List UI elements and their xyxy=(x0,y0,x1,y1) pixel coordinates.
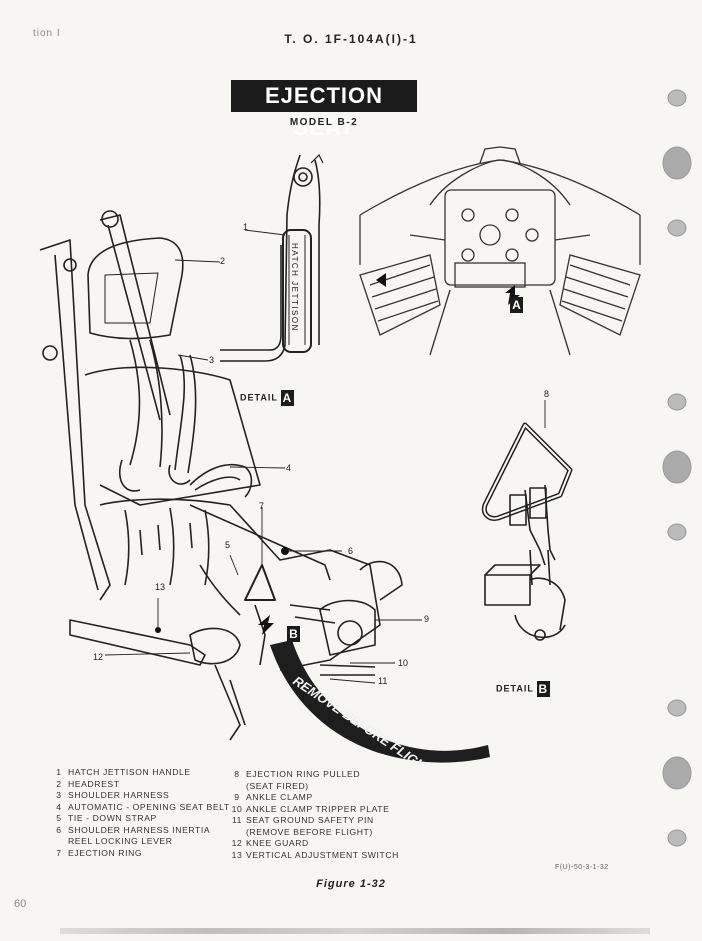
callout-11: 11 xyxy=(378,676,388,686)
page-subtitle: MODEL B-2 xyxy=(289,117,359,128)
callout-9: 9 xyxy=(424,614,430,624)
legend-row: (SEAT FIRED) xyxy=(246,780,309,791)
detail-a-letter: A xyxy=(280,390,294,406)
binder-holes xyxy=(662,89,692,847)
page-number: 60 xyxy=(14,898,27,910)
callout-8: 8 xyxy=(544,389,550,399)
detail-b-illustration xyxy=(481,400,573,641)
cockpit-illustration xyxy=(359,146,641,356)
callout-12: 12 xyxy=(93,652,104,662)
ejection-seat-illustration: REMOVE BEFORE FLIGHT xyxy=(39,210,490,765)
detail-b-letter: B xyxy=(536,681,550,697)
legend-row: (REMOVE BEFORE FLIGHT) xyxy=(246,826,373,837)
callout-7: 7 xyxy=(259,501,265,511)
hatch-jettison-text: HATCH JETTISON xyxy=(290,243,299,332)
doc-number: T. O. 1F-104A(I)-1 xyxy=(284,32,418,46)
legend-row: REEL LOCKING LEVER xyxy=(68,836,173,846)
figure-code: F(U)-50-3-1-32 xyxy=(555,864,609,871)
scan-edge xyxy=(60,928,650,934)
callout-1: 1 xyxy=(243,222,249,232)
detail-a-label: DETAIL xyxy=(240,392,278,403)
streamer-text: REMOVE BEFORE FLIGHT xyxy=(290,673,436,765)
detail-b-label: DETAIL xyxy=(496,683,534,694)
callout-5: 5 xyxy=(225,540,231,550)
callout-4: 4 xyxy=(286,463,292,473)
callout-10: 10 xyxy=(398,658,409,668)
callout-6: 6 xyxy=(348,546,354,556)
callout-3: 3 xyxy=(209,355,215,365)
page-title: EJECTION SEAT xyxy=(231,80,417,140)
marker-a-letter: A xyxy=(510,296,523,313)
callout-13: 13 xyxy=(155,582,166,592)
figure-caption: Figure 1-32 xyxy=(316,878,386,890)
detail-a-marker: A xyxy=(507,296,523,314)
section-label: tion I xyxy=(33,28,61,39)
detail-a-illustration: HATCH JETTISON xyxy=(220,153,324,362)
detail-b-marker: B xyxy=(284,625,300,643)
callout-2: 2 xyxy=(220,256,226,266)
marker-b-letter: B xyxy=(287,625,300,642)
